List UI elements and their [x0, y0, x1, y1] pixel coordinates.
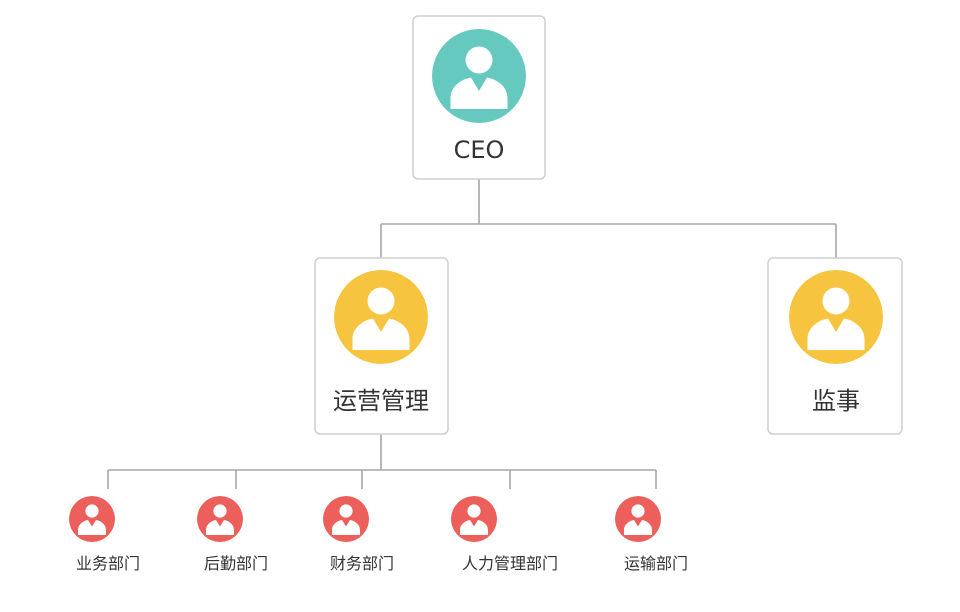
dept-transport[interactable]: 运输部门 [615, 496, 688, 573]
avatar-dept-hr-bg [451, 496, 497, 542]
avatar-dept-logistics-icon [197, 496, 243, 542]
node-operations[interactable]: 运营管理 [314, 257, 449, 435]
dept-business[interactable]: 业务部门 [69, 496, 140, 573]
avatar-operations-icon [334, 270, 428, 364]
avatar-dept-transport-bg [615, 496, 661, 542]
avatar-dept-finance-bg [323, 496, 369, 542]
dept-logistics[interactable]: 后勤部门 [197, 496, 268, 573]
node-ceo-label: CEO [454, 136, 505, 164]
dept-finance-label: 财务部门 [330, 554, 394, 573]
node-supervisor-label: 监事 [812, 387, 860, 415]
avatar-dept-transport-icon [615, 496, 661, 542]
avatar-ceo-icon [432, 29, 526, 123]
node-operations-label: 运营管理 [333, 387, 429, 415]
node-supervisor[interactable]: 监事 [767, 257, 903, 435]
dept-transport-label: 运输部门 [624, 554, 688, 573]
avatar-dept-business-bg [69, 496, 115, 542]
dept-hr[interactable]: 人力管理部门 [451, 496, 558, 573]
dept-finance[interactable]: 财务部门 [323, 496, 394, 573]
dept-logistics-label: 后勤部门 [204, 554, 268, 573]
node-ceo[interactable]: CEO [412, 15, 546, 180]
connectors [107, 179, 837, 489]
avatar-dept-finance-icon [323, 496, 369, 542]
avatar-dept-logistics-bg [197, 496, 243, 542]
avatar-supervisor-icon [789, 270, 883, 364]
dept-hr-label: 人力管理部门 [462, 554, 558, 573]
avatar-dept-business-icon [69, 496, 115, 542]
avatar-dept-hr-icon [451, 496, 497, 542]
dept-business-label: 业务部门 [76, 554, 140, 573]
